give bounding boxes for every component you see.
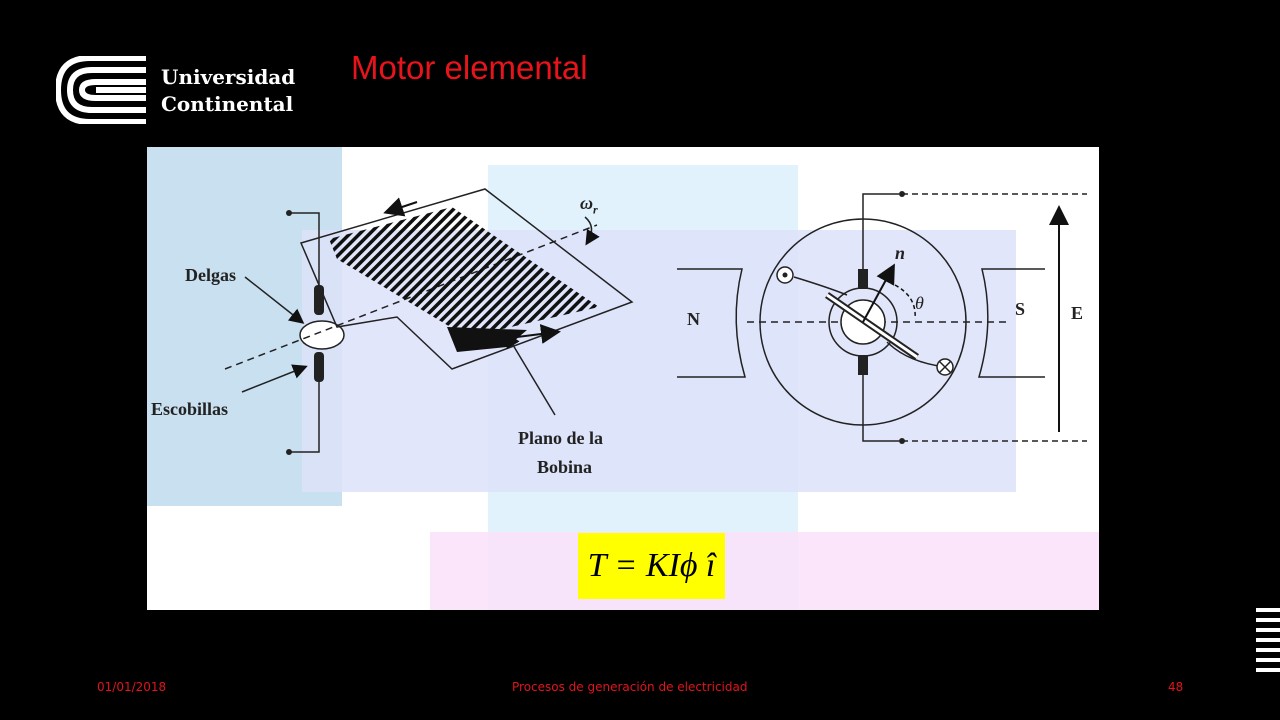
label-theta: θ bbox=[915, 293, 924, 313]
label-omega: ωr bbox=[580, 193, 598, 218]
side-menu-bars bbox=[1256, 608, 1280, 678]
logo-line-2: Continental bbox=[161, 92, 294, 116]
coil-hatched-area bbox=[329, 207, 599, 337]
commutator bbox=[299, 320, 345, 350]
footer-date: 01/01/2018 bbox=[97, 680, 167, 694]
label-escobillas: Escobillas bbox=[151, 399, 229, 419]
motor-diagram: Delgas Escobillas Plano de la Bobina N S… bbox=[147, 147, 1099, 610]
torque-formula: T = KIϕ î bbox=[578, 533, 725, 599]
motor-diagram-drawing bbox=[147, 147, 1099, 610]
label-N: N bbox=[687, 309, 700, 329]
logo-text: Universidad Continental bbox=[161, 64, 295, 118]
footer-course: Procesos de generación de electricidad bbox=[512, 680, 748, 694]
university-logo-mark bbox=[56, 56, 146, 124]
label-omega-sub: r bbox=[593, 202, 598, 217]
overlay-pink bbox=[430, 532, 1099, 610]
label-delgas: Delgas bbox=[185, 265, 236, 285]
brush-circuit bbox=[289, 212, 320, 453]
coil-plane bbox=[299, 188, 634, 370]
logo-line-1: Universidad bbox=[161, 65, 296, 89]
label-plano-line1: Plano de la bbox=[518, 428, 604, 448]
label-n-hat: n bbox=[895, 243, 906, 263]
slide-title: Motor elemental bbox=[351, 49, 588, 86]
footer-page-number: 48 bbox=[1168, 680, 1184, 694]
label-E: E bbox=[1071, 303, 1084, 323]
label-S: S bbox=[1015, 299, 1026, 319]
brush-top bbox=[314, 285, 324, 315]
pole-N bbox=[677, 268, 746, 378]
cross-symbol bbox=[936, 358, 954, 376]
label-plano-line2: Bobina bbox=[537, 457, 593, 477]
brush-bottom bbox=[314, 352, 324, 382]
label-omega-symbol: ω bbox=[580, 193, 594, 213]
university-logo: Universidad Continental bbox=[56, 56, 306, 126]
